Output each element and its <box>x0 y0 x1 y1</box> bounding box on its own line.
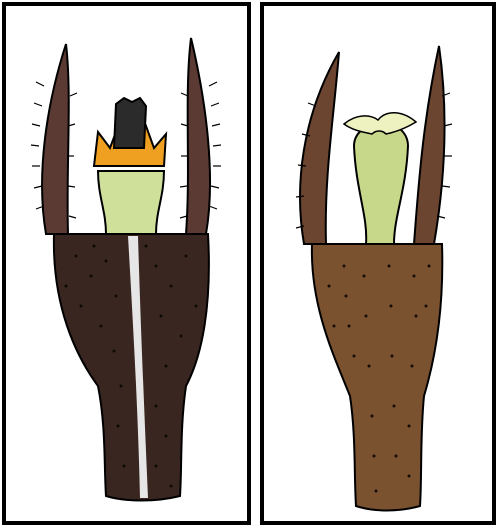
left-awn <box>42 44 69 234</box>
right-awn <box>186 38 210 234</box>
green-neck <box>98 171 164 234</box>
left-panel <box>2 2 251 525</box>
left-capsule-illustration <box>6 6 247 521</box>
left-awn <box>300 52 339 244</box>
right-panel <box>260 2 496 525</box>
capsule-body <box>312 244 442 511</box>
pale-lobes <box>344 113 416 134</box>
right-capsule-illustration <box>264 6 492 521</box>
right-awn <box>414 46 444 244</box>
green-neck <box>354 122 408 244</box>
dark-style <box>114 98 146 148</box>
